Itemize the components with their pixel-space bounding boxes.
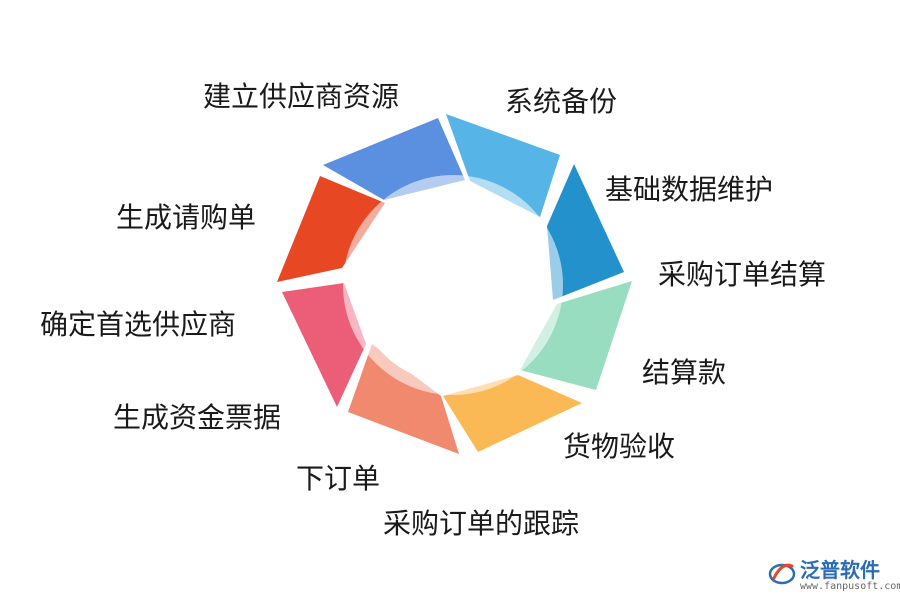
label-supplier-resources: 建立供应商资源 bbox=[203, 80, 400, 113]
label-goods-inspection: 货物验收 bbox=[563, 430, 676, 463]
label-po-settlement: 采购订单结算 bbox=[658, 258, 827, 291]
logo-icon bbox=[768, 563, 796, 585]
segment-goods-inspection bbox=[443, 375, 582, 452]
segment-fund-bill bbox=[282, 283, 366, 407]
segment-system-backup bbox=[446, 114, 560, 217]
logo-name: 泛普软件 bbox=[800, 558, 880, 582]
label-basic-data-maintenance: 基础数据维护 bbox=[605, 173, 774, 206]
label-preferred-supplier: 确定首选供应商 bbox=[40, 308, 237, 341]
label-purchase-requisition: 生成请购单 bbox=[116, 201, 257, 234]
inner-circle bbox=[355, 187, 551, 383]
segment-place-order bbox=[348, 344, 459, 454]
segment-payment bbox=[520, 281, 632, 390]
segment-basic-data bbox=[547, 164, 624, 300]
segment-requisition bbox=[277, 176, 385, 282]
label-generate-fund-bill: 生成资金票据 bbox=[113, 401, 282, 434]
label-payment-settlement: 结算款 bbox=[642, 356, 727, 389]
label-place-order: 下订单 bbox=[296, 462, 381, 495]
fanpusoft-logo: 泛普软件 www.fanpusoft.com bbox=[768, 552, 900, 596]
label-po-tracking: 采购订单的跟踪 bbox=[383, 507, 580, 540]
logo-url: www.fanpusoft.com bbox=[800, 581, 900, 592]
label-system-backup: 系统备份 bbox=[505, 85, 618, 118]
